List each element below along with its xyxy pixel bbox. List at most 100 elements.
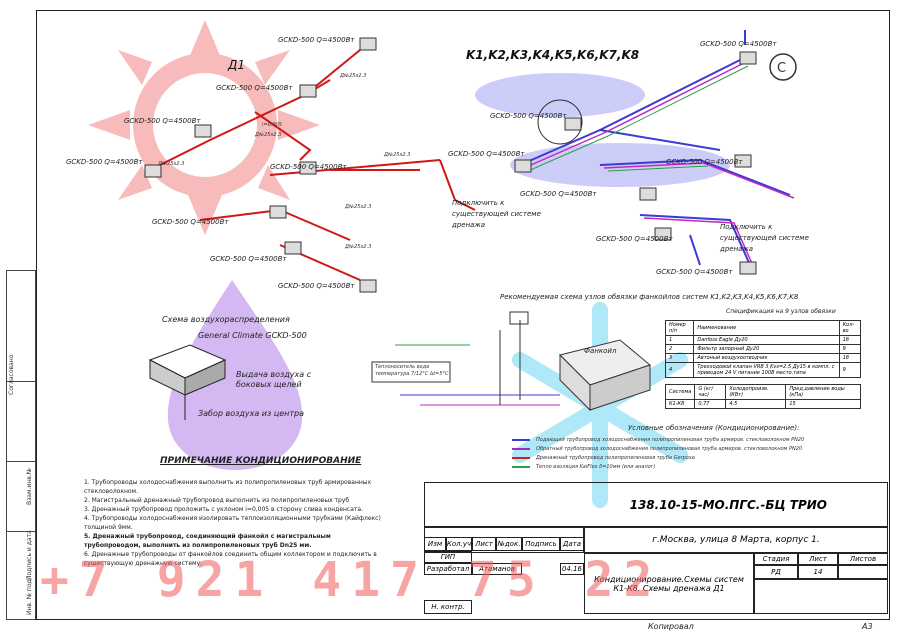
sheet-description: Кондиционирование.Схемы систем К1-К8. Сх… xyxy=(584,553,754,614)
table-cell: 3 xyxy=(664,353,695,363)
table-cell: 4 xyxy=(664,362,695,378)
stage-header: Стадия xyxy=(754,553,798,565)
table-cell: 9 xyxy=(838,362,862,378)
supply-lines xyxy=(519,30,791,266)
unit-label: GCKD-500 Q=4500Вт xyxy=(666,158,743,166)
unit-label: GCKD-500 Q=4500Вт xyxy=(66,158,143,166)
address: г.Москва, улица 8 Марта, корпус 1. xyxy=(584,527,888,553)
unit-label: GCKD-500 Q=4500Вт xyxy=(278,36,355,44)
drop-watermark xyxy=(167,280,303,470)
note-item: 1. Трубопроводы холодоснабжения выполнит… xyxy=(84,479,372,495)
air-out-label: Выдача воздуха с боковых щелей xyxy=(236,370,312,389)
unit-label: GCKD-500 Q=4500Вт xyxy=(520,190,597,198)
note-item: 5. Дренажный трубопровод, соединяющий фа… xyxy=(84,533,331,549)
developer-name: Атаманов xyxy=(472,563,522,575)
norm-control-label: Н. контр. xyxy=(424,600,472,614)
table-cell: 9 xyxy=(838,344,862,354)
legend-item: Дренажный трубопровод полипропиленовая т… xyxy=(536,455,695,461)
insulation-lines xyxy=(527,65,749,172)
pipe-label: Д№25х2.3 xyxy=(384,152,411,158)
system-k-label: K1,K2,K3,K4,K5,K6,K7,K8 xyxy=(466,48,640,62)
unit-label: GCKD-500 Q=4500Вт xyxy=(596,235,673,243)
copyright-mark xyxy=(769,53,797,81)
table-cell: 18 xyxy=(838,335,862,345)
table-row: Система G (кг/час) Холодопроизв. (КВт) П… xyxy=(664,384,861,400)
org-stamp xyxy=(754,579,888,614)
svg-text:C: C xyxy=(777,61,786,76)
copied-label: Копировал xyxy=(648,622,694,631)
doc-code: 138.10-15-МО.ПГС.-БЦ ТРИО xyxy=(424,482,888,527)
notes-list: 1. Трубопроводы холодоснабжения выполнит… xyxy=(84,478,384,568)
table-cell: Danfoss Eagle Ду20 xyxy=(693,335,840,345)
col-header: Подпись xyxy=(522,537,560,551)
table-cell: Автоный воздухоотводчик xyxy=(693,353,840,363)
legend-item: Подающий трубопровод холодоснабжения пол… xyxy=(536,437,805,443)
pipe-label: Д№25х2.3 xyxy=(255,132,282,138)
unit-label: GCKD-500 Q=4500Вт xyxy=(270,163,347,171)
fancoil-detail xyxy=(395,311,652,412)
table-header: Система xyxy=(664,384,696,400)
pipe-label: Д№25х2.3 xyxy=(158,161,185,167)
drawing-frame xyxy=(36,10,890,620)
pipe-label: Д№25х2.3 xyxy=(340,73,367,79)
unit-label: GCKD-500 Q=4500Вт xyxy=(152,218,229,226)
legend-item: Тепло изоляция KaiFlex δ=10мм (или анало… xyxy=(536,464,656,470)
spec-table: Номер п/п Наименование Кол-во 1 Danfoss … xyxy=(664,320,862,378)
unit-label: GCKD-500 Q=4500Вт xyxy=(216,84,293,92)
unit-label: GCKD-500 Q=4500Вт xyxy=(490,112,567,120)
thermostat-box xyxy=(371,361,451,383)
table-cell: К1-К8 xyxy=(664,399,696,409)
air-scheme-title: Схема воздухораспределения xyxy=(162,315,290,324)
legend-title: Условные обозначения (Кондиционирование)… xyxy=(628,424,800,432)
table-row: Номер п/п Наименование Кол-во xyxy=(664,320,862,336)
table-header: Номер п/п xyxy=(664,320,695,336)
sheet-header: Лист xyxy=(798,553,838,565)
note-item: 4. Трубопроводы холодоснабжения изолиров… xyxy=(84,515,381,531)
table-cell: 4.5 xyxy=(725,399,787,409)
table-cell: Трехходовой клапан VRB 3 Kvs=2.5 Ду15 в … xyxy=(693,362,840,378)
system-table: Система G (кг/час) Холодопроизв. (КВт) П… xyxy=(664,384,861,409)
scheme-title: Рекомендуемая схема узлов обвязки фанкой… xyxy=(500,293,799,301)
table-header: G (кг/час) xyxy=(694,384,727,400)
sheet-value: 14 xyxy=(798,565,838,579)
col-header: Кол.уч xyxy=(446,537,472,551)
note-item: 6. Дренажные трубопроводы от фанкойлов с… xyxy=(84,551,377,567)
date-value: 04.16 xyxy=(560,563,584,575)
unit-label: GCKD-500 Q=4500Вт xyxy=(124,117,201,125)
col-header: Изм xyxy=(424,537,446,551)
table-row: 1 Danfoss Eagle Ду20 18 xyxy=(664,335,862,345)
unit-label: GCKD-500 Q=4500Вт xyxy=(448,150,525,158)
phone-watermark: +7 921 417 75 22 xyxy=(40,552,663,608)
table-cell: 0,77 xyxy=(694,399,727,409)
side-stamp-strip xyxy=(6,270,36,620)
thermostat-label: Теплоноситель вода температура 7/12°С ∆t… xyxy=(375,364,449,377)
table-cell: 1 xyxy=(664,335,695,345)
return-lines xyxy=(523,62,795,269)
table-cell: 18 xyxy=(838,353,862,363)
col-header: Лист xyxy=(472,537,496,551)
unit-label: GCKD-500 Q=4500Вт xyxy=(278,282,355,290)
legend-lines xyxy=(512,439,530,468)
system-d1-label: Д1 xyxy=(228,58,246,72)
sheets-header: Листов xyxy=(838,553,888,565)
table-row: К1-К8 0,77 4.5 15 xyxy=(664,399,861,409)
sheets-value xyxy=(838,565,888,579)
developed-label: Разработал xyxy=(424,563,472,575)
legend-item: Обратный трубопровод холодоснабжения пол… xyxy=(536,446,803,452)
pipe-label: Д№25х2.3 xyxy=(345,244,372,250)
unit-label: GCKD-500 Q=4500Вт xyxy=(700,40,777,48)
gip-label: ГИП xyxy=(424,551,472,563)
table-cell: Фильтр запорный Ду20 xyxy=(693,344,840,354)
note-item: 3. Дренажный трубопровод проложить с укл… xyxy=(84,506,363,513)
table-row: 3 Автоный воздухоотводчик 18 xyxy=(664,353,862,363)
left-fancoil-units xyxy=(144,37,377,293)
table-header: Наименование xyxy=(693,320,840,336)
format-label: А3 xyxy=(862,622,873,631)
table-header: Пред.давление воды (кПа) xyxy=(785,384,861,400)
pipe-label: Д№25х2.3 xyxy=(345,204,372,210)
stage-value: РД xyxy=(754,565,798,579)
col-header: Дата xyxy=(560,537,584,551)
table-header: Холодопроизв. (КВт) xyxy=(725,384,787,400)
table-row: 4 Трехходовой клапан VRB 3 Kvs=2.5 Ду15 … xyxy=(664,362,862,378)
